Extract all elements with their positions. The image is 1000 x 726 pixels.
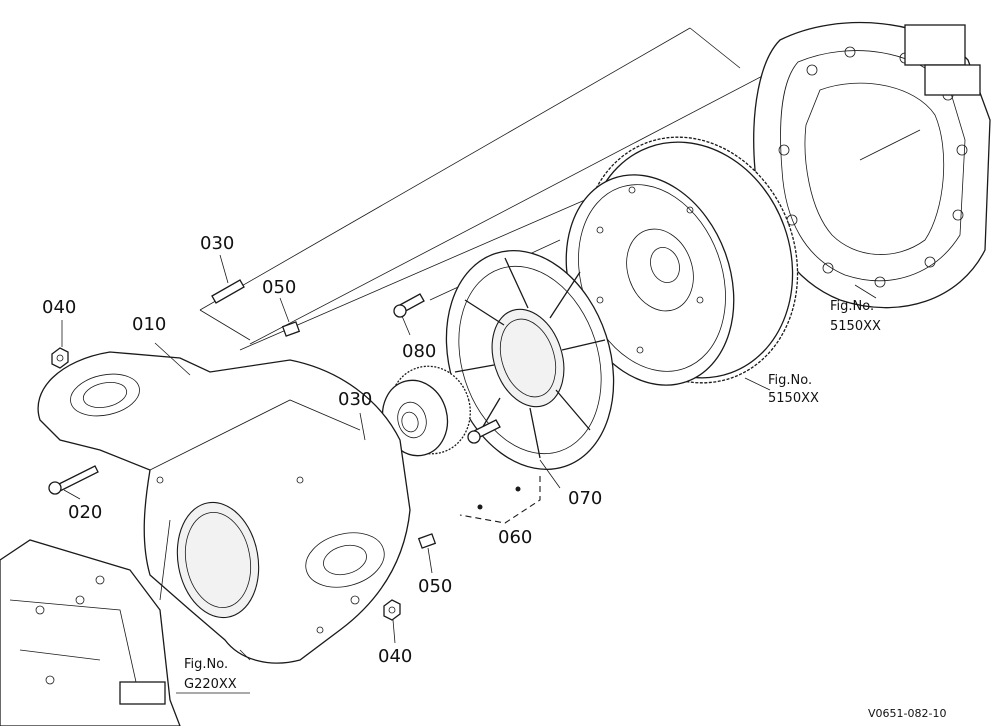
spring-pin-050-bottom [417, 533, 437, 549]
part-label-050-top: 050 [262, 277, 296, 298]
bolt-080-mid [467, 419, 501, 444]
nut-040-left [51, 347, 69, 369]
bolt-020 [48, 465, 99, 495]
stud-bolt-030-top [211, 279, 245, 304]
fig-ref-transmission-number: G220XX [184, 677, 237, 692]
group-060-bracket [459, 476, 541, 524]
part-label-020: 020 [68, 502, 102, 523]
coupling-plate [445, 250, 615, 470]
nut-040-bottom [383, 599, 401, 621]
fig-ref-housing-number: 5150XX [830, 319, 881, 334]
drawing-id: V0651-082-10 [868, 707, 946, 720]
part-label-040-bottom: 040 [378, 646, 412, 667]
fig-ref-transmission-prefix: Fig.No. [184, 657, 228, 672]
part-label-080: 080 [402, 341, 436, 362]
part-label-030-top: 030 [200, 233, 234, 254]
fig-ref-flywheel-number: 5150XX [768, 391, 819, 406]
transmission-casing [0, 539, 181, 726]
part-label-050-bottom: 050 [418, 576, 452, 597]
fig-ref-flywheel: Fig.No. 5150XX [768, 373, 819, 406]
fig-ref-housing: Fig.No. 5150XX [830, 299, 881, 334]
coupling-spokes [454, 257, 606, 459]
bolt-080-top [393, 293, 425, 318]
part-label-030-mid: 030 [338, 389, 372, 410]
part-label-040-left: 040 [42, 297, 76, 318]
part-label-070: 070 [568, 488, 602, 509]
spring-pin-050-top [281, 321, 301, 337]
fig-ref-flywheel-prefix: Fig.No. [768, 373, 812, 388]
axle-support-bracket [37, 351, 411, 664]
fig-ref-transmission: Fig.No. G220XX [176, 657, 250, 694]
fig-ref-housing-prefix: Fig.No. [830, 299, 874, 314]
part-label-060: 060 [498, 527, 532, 548]
part-label-010: 010 [132, 314, 166, 335]
part-callout-leaders [61, 254, 877, 644]
gear-hub [381, 365, 471, 457]
